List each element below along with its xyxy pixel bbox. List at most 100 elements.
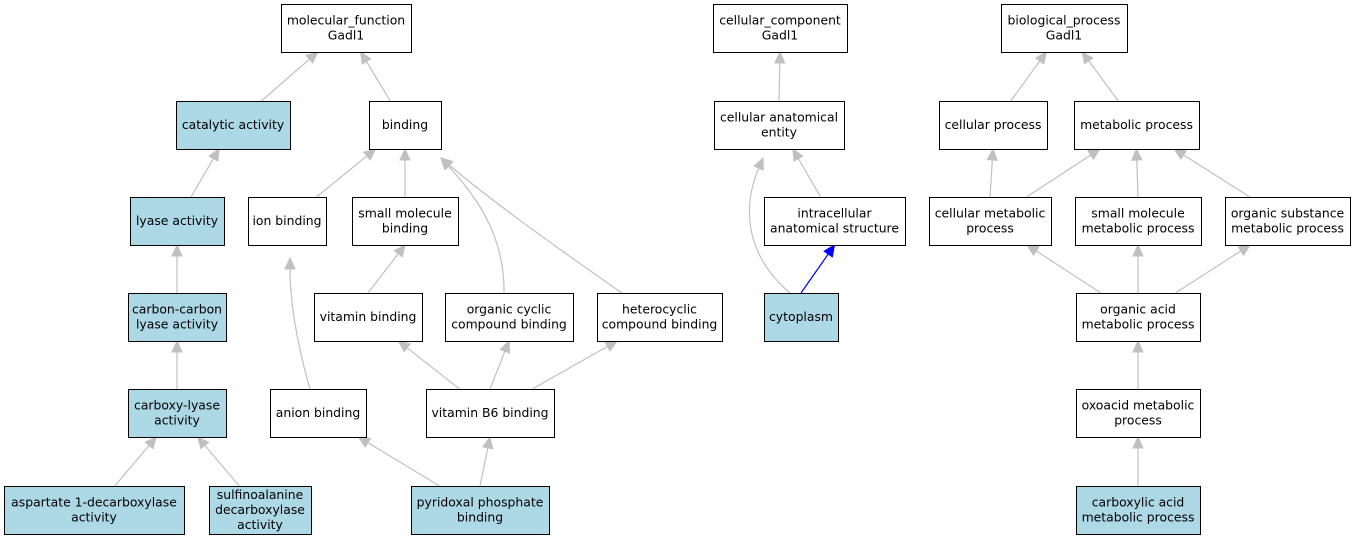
node-label: heterocyclic (622, 302, 697, 317)
node-label: entity (761, 125, 797, 140)
arrowhead (196, 436, 210, 450)
node-ion-binding[interactable]: ion binding (248, 197, 327, 246)
arrowhead (986, 147, 999, 161)
arrowhead (360, 50, 372, 65)
edge-line (989, 158, 993, 198)
edge-carboxy-lyase-to-cc-lyase (171, 339, 183, 389)
node-cell-proc[interactable]: cellular process (939, 101, 1048, 150)
edge-line (316, 154, 369, 198)
node-box (1225, 197, 1351, 246)
node-binding[interactable]: binding (369, 101, 442, 150)
edge-oxoacid-to-org-acid (1132, 339, 1144, 389)
node-label: cellular process (945, 117, 1042, 132)
node-label: cellular metabolic (935, 206, 1046, 221)
node-box (209, 486, 312, 535)
arrowhead (393, 244, 406, 258)
node-box (352, 197, 459, 246)
edge-pyridoxal-to-anion-binding (357, 436, 440, 487)
node-label: cellular anatomical (720, 110, 838, 125)
arrowhead (1132, 435, 1144, 449)
node-label: carbon-carbon (132, 302, 222, 317)
node-label: small molecule (1091, 206, 1184, 221)
arrowhead (171, 243, 183, 257)
arrowhead (1173, 148, 1188, 161)
node-box (445, 293, 574, 342)
node-box (128, 293, 227, 342)
edge-line (190, 157, 215, 198)
edge-line (800, 252, 830, 294)
edge-cell-metab-to-metab-proc (1026, 148, 1101, 198)
node-anion-binding[interactable]: anion binding (270, 389, 367, 438)
node-box (411, 486, 550, 535)
node-box (713, 4, 848, 53)
node-label: process (966, 221, 1014, 236)
arrowhead (171, 339, 183, 353)
edge-line (406, 346, 460, 390)
node-vit-b6[interactable]: vitamin B6 binding (426, 389, 555, 438)
node-label: Gadl1 (762, 28, 798, 43)
node-label: carboxy-lyase (134, 398, 220, 413)
node-cytoplasm[interactable]: cytoplasm (764, 293, 839, 342)
edges-layer (114, 50, 1252, 487)
edge-cell-metab-to-cell-proc (986, 147, 999, 198)
arrowhead (823, 244, 836, 258)
node-label: organic cyclic (467, 302, 552, 317)
node-label: molecular_function (287, 13, 405, 28)
arrowhead (753, 156, 764, 171)
arrowhead (1025, 244, 1040, 257)
node-label: lyase activity (136, 317, 218, 332)
node-label: catalytic activity (182, 117, 284, 132)
edge-line (1026, 153, 1092, 198)
node-label: Gadl1 (328, 28, 364, 43)
node-label: organic substance (1231, 206, 1344, 221)
node-vitamin-binding[interactable]: vitamin binding (314, 293, 423, 342)
edge-line (479, 446, 489, 487)
node-metab-proc[interactable]: metabolic process (1074, 101, 1200, 150)
edge-org-acid-to-org-subst (1175, 244, 1252, 294)
edge-vit-b6-to-vitamin-binding (397, 340, 460, 390)
node-box (314, 293, 423, 342)
edge-carboxylic-to-oxoacid (1132, 435, 1144, 486)
arrowhead (208, 147, 220, 162)
edge-line (778, 61, 781, 102)
edge-line (1035, 249, 1102, 294)
node-box (929, 197, 1052, 246)
node-box (176, 101, 291, 150)
node-label: metabolic process (1082, 510, 1195, 525)
node-label: decarboxylase (215, 502, 305, 517)
node-catalytic[interactable]: catalytic activity (176, 101, 291, 150)
node-label: compound binding (602, 317, 718, 332)
edge-cytoplasm-to-intracell (800, 244, 836, 294)
arrowhead (357, 436, 372, 448)
node-box (1076, 389, 1201, 438)
edge-line (448, 164, 623, 294)
arrowhead (144, 436, 158, 450)
node-box (1001, 4, 1128, 53)
arrowhead (1132, 339, 1144, 353)
node-label: anion binding (276, 405, 360, 420)
edge-vit-b6-to-heterocyclic (532, 340, 619, 390)
node-lyase[interactable]: lyase activity (130, 197, 225, 246)
node-label: process (1114, 413, 1162, 428)
edge-line (1087, 59, 1119, 102)
